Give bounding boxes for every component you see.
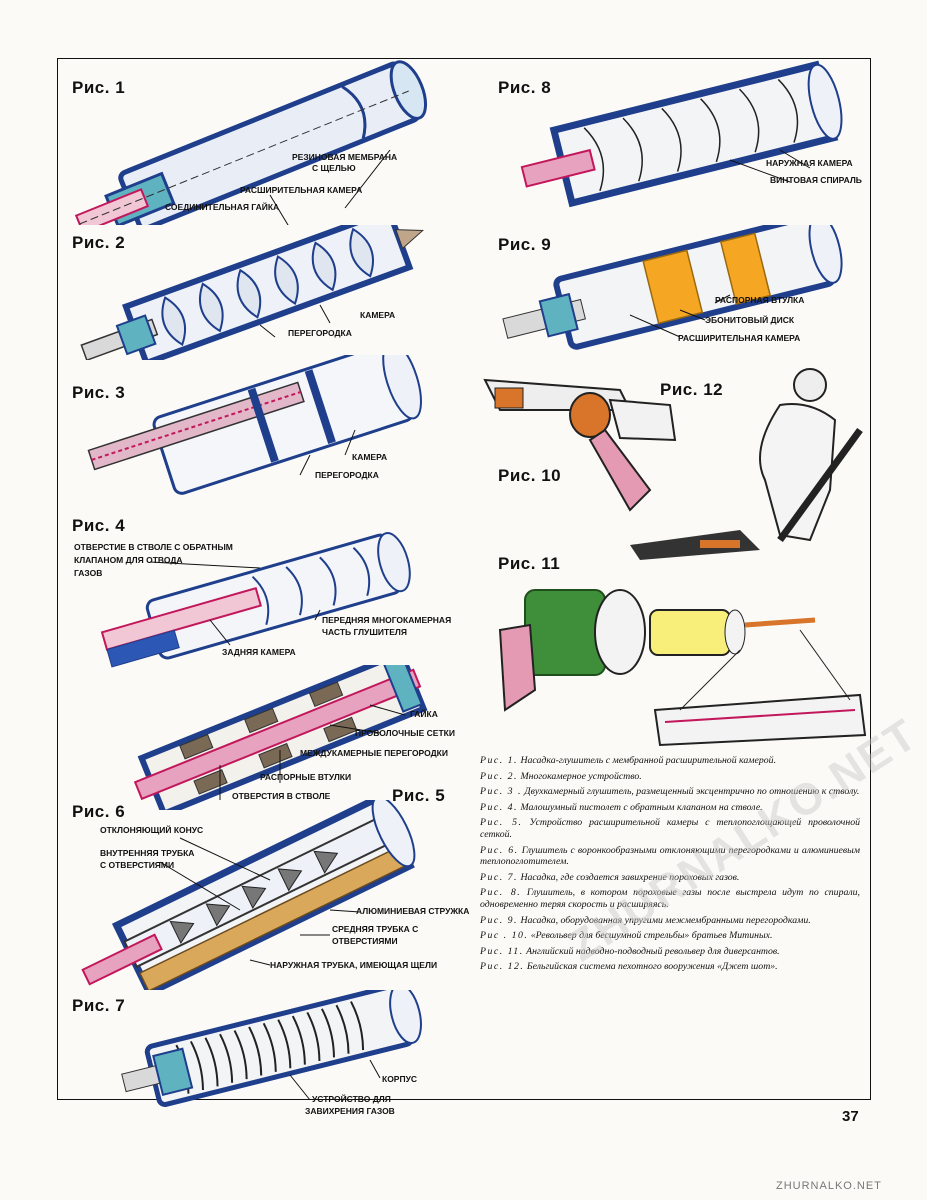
fig3-callout-chamber: КАМЕРА (352, 452, 388, 462)
fig5-silencer-drawing (133, 665, 428, 810)
figure-2: Рис. 2 КАМЕРА ПЕРЕГОРОДКА (60, 225, 480, 360)
fig4-callout-valve: КЛАПАНОМ ДЛЯ ОТВОДА (74, 555, 183, 565)
caption-3: Рис. 3 . Двухкамерный глушитель, размеще… (480, 786, 860, 798)
caption-6: Рис. 6. Глушитель с воронкообразными отк… (480, 844, 860, 868)
caption-1: Рис. 1. Насадка-глушитель с мембранной р… (480, 755, 777, 766)
fig9-callout-chamber: РАСШИРИТЕЛЬНАЯ КАМЕРА (678, 333, 801, 343)
fig6-callout-aluminum: АЛЮМИНИЕВАЯ СТРУЖКА (356, 906, 470, 916)
fig6-silencer-drawing (81, 800, 416, 990)
fig6-callout-inner-tube: ВНУТРЕННЯЯ ТРУБКА (100, 848, 195, 858)
fig4-callout-gases: ГАЗОВ (74, 568, 103, 578)
fig9-silencer-drawing (502, 225, 843, 350)
caption-7: Рис. 7. Насадка, где создается завихрени… (480, 871, 740, 883)
fig4-callout-hole: ОТВЕРСТИЕ В СТВОЛЕ С ОБРАТНЫМ (74, 542, 233, 552)
fig4-callout-front-part: ЧАСТЬ ГЛУШИТЕЛЯ (322, 627, 407, 637)
fig5-callout-mesh: ПРОВОЛОЧНЫЕ СЕТКИ (355, 728, 455, 738)
fig7-silencer-drawing (121, 990, 422, 1107)
figure-7: Рис. 7 КОРПУС УСТРОЙСТВО ДЛЯ ЗАВИХРЕНИЯ … (60, 990, 480, 1125)
fig8-silencer-drawing (520, 60, 843, 208)
fig8-label: Рис. 8 (498, 78, 552, 97)
fig1-callout-nut: СОЕДИНИТЕЛЬНАЯ ГАЙКА (165, 202, 280, 212)
fig2-callout-chamber: КАМЕРА (360, 310, 396, 320)
caption-12: Рис. 12. Бельгийская система пехотного в… (480, 961, 778, 973)
caption-5: Рис. 5. Устройство расширительной камеры… (480, 817, 861, 840)
caption-4: Рис. 4. Малошумный пистолет с обратным к… (480, 801, 763, 813)
figure-3: Рис. 3 КАМЕРА ПЕРЕГОРОДКА (60, 355, 480, 505)
fig6-callout-outer-tube: НАРУЖНАЯ ТРУБКА, ИМЕЮЩАЯ ЩЕЛИ (270, 960, 438, 970)
fig9-callout-sleeve: РАСПОРНАЯ ВТУЛКА (715, 295, 805, 305)
caption-9: Рис. 9. Насадка, оборудованная упругими … (480, 914, 811, 926)
fig6-label: Рис. 6 (72, 802, 126, 821)
figure-1: Рис. 1 РЕЗИНОВАЯ МЕМБРАНА С ЩЕЛЬЮ РАСШИР… (60, 60, 480, 225)
fig8-callout-outer: НАРУЖНАЯ КАМЕРА (766, 158, 853, 168)
page-number: 37 (842, 1108, 859, 1125)
fig7-callout-device: УСТРОЙСТВО ДЛЯ (312, 1094, 391, 1104)
fig1-callout-membrane: РЕЗИНОВАЯ МЕМБРАНА (292, 152, 398, 162)
fig6-callout-inner-holes: С ОТВЕРСТИЯМИ (100, 860, 175, 870)
page-frame (57, 58, 871, 1100)
fig4-label: Рис. 4 (72, 516, 126, 535)
fig9-callout-disk: ЭБОНИТОВЫЙ ДИСК (705, 315, 795, 325)
fig6-callout-middle-holes: ОТВЕРСТИЯМИ (332, 936, 398, 946)
caption-8: Рис. 8. Глушитель, в котором пороховые г… (480, 887, 860, 910)
fig1-label: Рис. 1 (72, 78, 126, 97)
fig5-callout-sleeves: РАСПОРНЫЕ ВТУЛКИ (260, 772, 352, 782)
fig7-callout-body: КОРПУС (382, 1074, 418, 1084)
fig1-callout-slit: С ЩЕЛЬЮ (312, 163, 356, 173)
fig5-label: Рис. 5 (392, 786, 446, 805)
caption-10: Рис . 10. «Револьвер для бесшумной стрел… (480, 930, 773, 942)
fig4-callout-front: ПЕРЕДНЯЯ МНОГОКАМЕРНАЯ (322, 615, 452, 625)
fig5-callout-nut: ГАЙКА (410, 709, 438, 719)
figure-4: Рис. 4 ОТВЕРСТИЕ В СТВОЛЕ С ОБРАТНЫМ КЛА… (60, 510, 480, 670)
fig11-label: Рис. 11 (498, 554, 561, 573)
fig3-callout-partition: ПЕРЕГОРОДКА (315, 470, 379, 480)
fig3-label: Рис. 3 (72, 383, 126, 402)
figure-5: ГАЙКА ПРОВОЛОЧНЫЕ СЕТКИ МЕЖДУКАМЕРНЫЕ ПЕ… (120, 665, 480, 810)
fig2-silencer-drawing (80, 225, 425, 360)
figure-10-12: Рис. 10 Рис. 12 (480, 360, 870, 570)
figure-6: Рис. 6 ОТКЛОНЯЮЩИЙ КОНУС ВНУТРЕННЯЯ ТРУБ… (60, 800, 480, 990)
fig2-callout-partition: ПЕРЕГОРОДКА (288, 328, 352, 338)
fig6-callout-middle-tube: СРЕДНЯЯ ТРУБКА С (332, 924, 419, 934)
fig7-label: Рис. 7 (72, 996, 126, 1015)
fig10-revolver-drawing (483, 368, 863, 560)
caption-11: Рис. 11. Английский надводно-подводный р… (480, 945, 780, 957)
fig4-pistol-drawing (100, 532, 411, 668)
figure-11: Рис. 11 (480, 550, 870, 750)
figure-9: Рис. 9 РАСПОРНАЯ ВТУЛКА ЭБОНИТОВЫЙ ДИСК … (480, 225, 870, 365)
fig1-silencer-drawing (74, 60, 428, 225)
fig8-callout-spiral: ВИНТОВАЯ СПИРАЛЬ (770, 175, 862, 185)
fig5-callout-partitions: МЕЖДУКАМЕРНЫЕ ПЕРЕГОРОДКИ (300, 748, 448, 758)
fig3-silencer-drawing (87, 355, 422, 495)
figure-8: Рис. 8 НАРУЖНАЯ КАМЕРА ВИНТОВАЯ СПИРАЛЬ (480, 60, 870, 230)
fig1-callout-chamber: РАСШИРИТЕЛЬНАЯ КАМЕРА (240, 185, 363, 195)
fig6-callout-cone: ОТКЛОНЯЮЩИЙ КОНУС (100, 825, 204, 835)
fig9-label: Рис. 9 (498, 235, 552, 254)
site-credit: ZHURNALKO.NET (776, 1180, 882, 1192)
fig2-label: Рис. 2 (72, 233, 126, 252)
captions: Рис. 1. Насадка-глушитель с мембранной р… (480, 755, 860, 977)
fig4-callout-rear: ЗАДНЯЯ КАМЕРА (222, 647, 296, 657)
fig11-revolver-drawing (498, 589, 867, 747)
fig12-soldier (630, 368, 863, 560)
fig10-label: Рис. 10 (498, 466, 562, 485)
caption-2: Рис. 2. Многокамерное устройство. (480, 770, 642, 782)
fig7-callout-vortex: ЗАВИХРЕНИЯ ГАЗОВ (305, 1106, 395, 1116)
fig12-label: Рис. 12 (660, 380, 724, 399)
fig5-callout-holes: ОТВЕРСТИЯ В СТВОЛЕ (232, 791, 331, 801)
